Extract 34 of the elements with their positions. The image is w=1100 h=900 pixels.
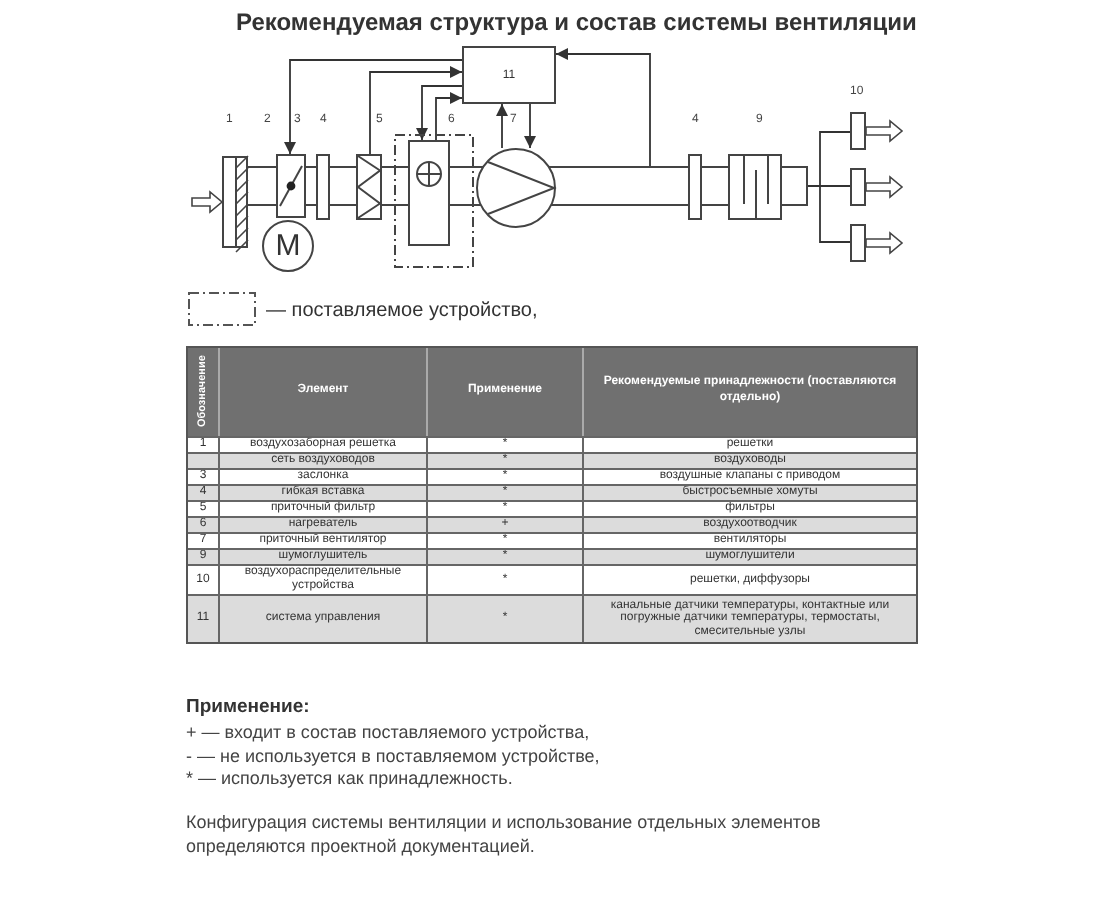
air-diffuser <box>850 168 866 206</box>
heater-symbol <box>408 140 450 246</box>
supplied-unit-frame <box>394 134 474 268</box>
duct-branch-line <box>807 185 851 243</box>
air-diffuser <box>850 224 866 262</box>
filter-symbol <box>356 154 382 220</box>
silencer-symbol <box>728 154 782 220</box>
air-flow-arrow <box>865 119 904 143</box>
flexible-connector <box>316 154 330 220</box>
motor-symbol <box>262 220 314 272</box>
air-flow-arrow <box>865 231 904 255</box>
legend-text: — поставляемое устройство, <box>266 300 538 322</box>
motor-label: M <box>275 231 301 261</box>
diagram-title: Рекомендуемая структура и состав системы вентиляции <box>236 8 917 36</box>
air-diffuser <box>850 112 866 150</box>
footnote-paragraph: Конфигурация системы вентиляции и использование отдельных элементов определяются проектной документацией. <box>186 810 823 859</box>
air-flow-arrow <box>865 175 904 199</box>
notes-heading: Применение: <box>186 696 310 718</box>
flexible-connector <box>688 154 702 220</box>
control-line <box>524 103 536 149</box>
control-line <box>555 48 651 167</box>
control-line <box>369 66 463 155</box>
intake-grille <box>222 156 248 248</box>
control-unit-box <box>462 46 556 104</box>
note-text: * — используется как принадлежность. <box>186 768 513 788</box>
control-line <box>496 103 508 149</box>
note-text: - — не используется в поставляемом устройстве, <box>186 745 600 765</box>
damper <box>276 154 306 218</box>
control-line <box>435 92 463 141</box>
control-line <box>284 59 463 155</box>
air-flow-arrow <box>191 190 224 214</box>
fan-symbol <box>476 148 556 228</box>
note-text: + — входит в состав поставляемого устройства, <box>186 722 590 742</box>
control-line <box>416 85 463 141</box>
